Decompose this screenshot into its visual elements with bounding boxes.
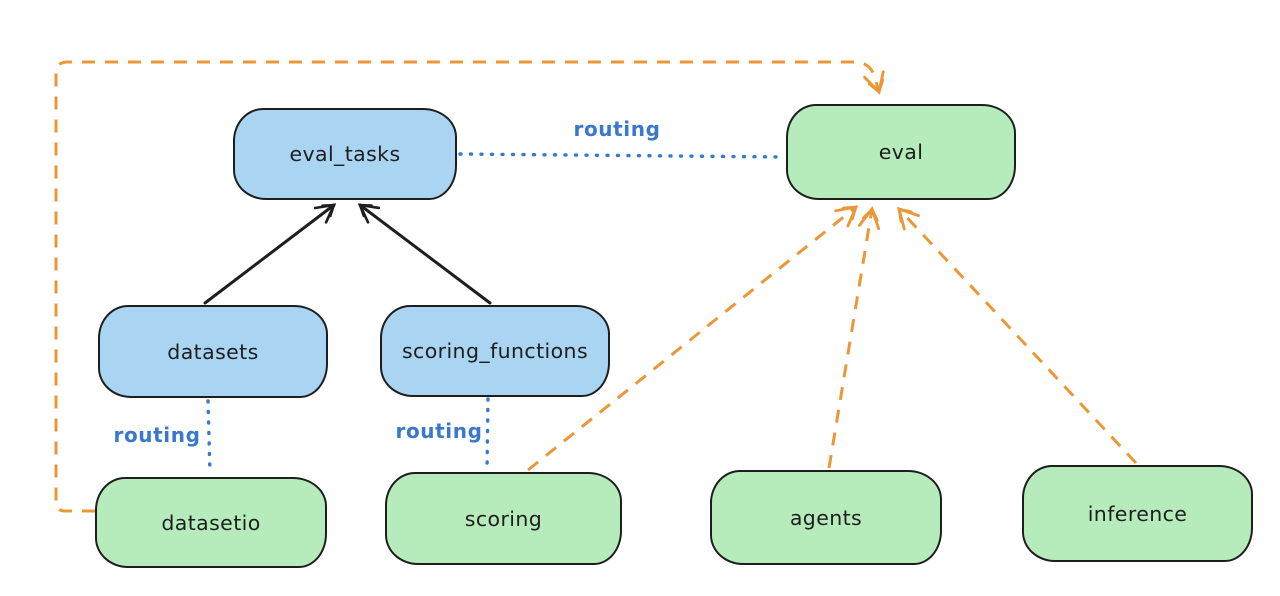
node-datasets-label: datasets (167, 339, 259, 364)
node-agents: agents (710, 470, 942, 565)
node-scoring-functions-label: scoring_functions (401, 339, 589, 363)
node-scoring: scoring (385, 472, 622, 565)
edge-datasets-to-eval-tasks (203, 203, 337, 305)
node-inference-label: inference (1087, 501, 1188, 526)
node-eval-tasks: eval_tasks (233, 108, 457, 200)
edge-agents-to-eval (827, 206, 881, 469)
node-agents-label: agents (789, 505, 863, 530)
edge-datasetio-to-eval (54, 60, 885, 513)
node-eval-tasks-label: eval_tasks (289, 142, 401, 166)
edge-scoring-functions-to-scoring-routing (485, 397, 490, 471)
node-datasetio-label: datasetio (161, 510, 261, 535)
edge-scoring-functions-to-eval-tasks (357, 203, 492, 305)
edge-datasets-to-datasetio-routing (206, 399, 212, 476)
node-eval-label: eval (878, 140, 924, 164)
edge-scoring-to-eval (527, 205, 859, 472)
routing-label-eval-tasks-eval: routing (573, 117, 661, 141)
edge-eval-tasks-to-eval-routing (458, 152, 787, 159)
node-scoring-label: scoring (464, 506, 543, 531)
node-datasetio: datasetio (95, 477, 327, 568)
node-scoring-functions: scoring_functions (380, 305, 610, 397)
node-inference: inference (1022, 465, 1253, 562)
routing-label-datasets-datasetio: routing (113, 423, 201, 447)
node-eval: eval (786, 104, 1016, 200)
edge-inference-to-eval (896, 206, 1138, 465)
node-datasets: datasets (98, 305, 328, 398)
routing-label-scoring-functions-scoring: routing (395, 419, 483, 443)
